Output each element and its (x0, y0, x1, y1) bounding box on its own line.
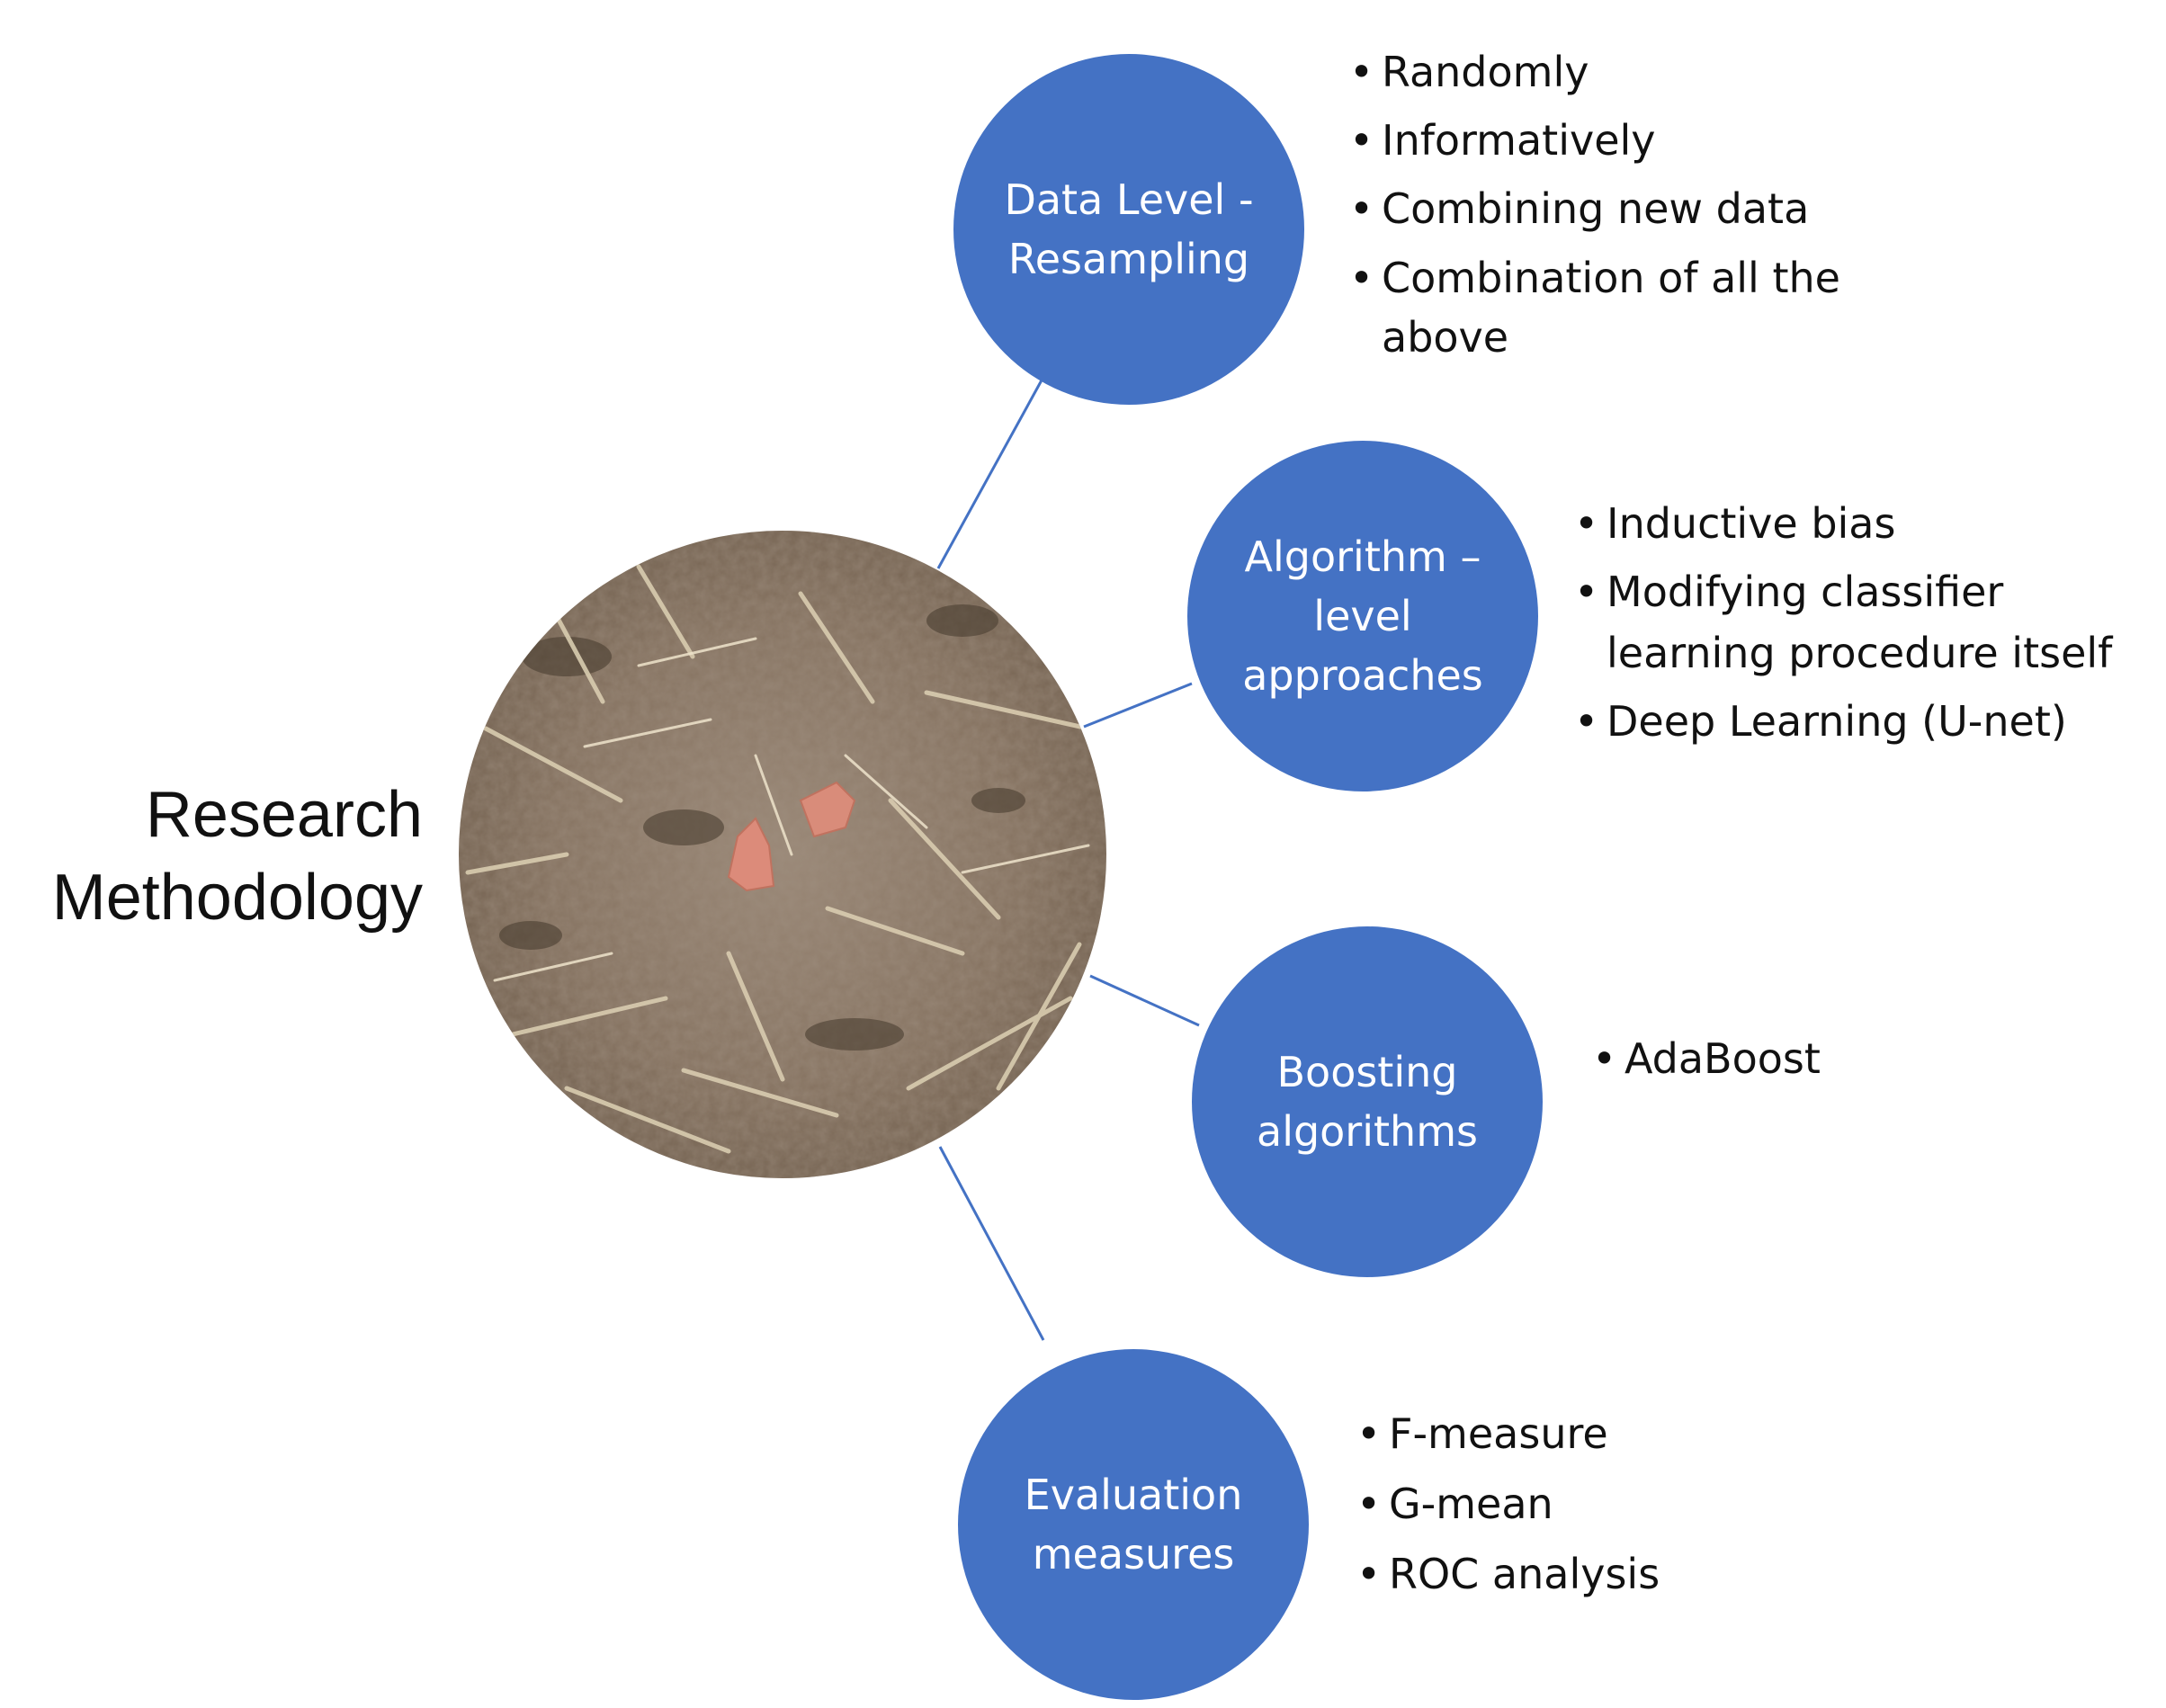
bullet-item: AdaBoost (1592, 1027, 2132, 1090)
bullet-item: Combination of all the above (1349, 248, 1907, 367)
connector-line-boosting (1089, 974, 1200, 1027)
bullet-item: Deep Learning (U-net) (1574, 691, 2159, 752)
node-label-line: Algorithm – (1244, 532, 1481, 581)
connector-line-data-level (936, 368, 1050, 569)
bullet-list-algorithm: Inductive bias Modifying classifier lear… (1574, 493, 2159, 752)
bullet-item: ROC analysis (1356, 1539, 1896, 1609)
bullet-list-boosting: AdaBoost (1592, 1027, 2132, 1090)
node-label-line: algorithms (1257, 1107, 1478, 1156)
node-boosting-algorithms: Boosting algorithms (1192, 926, 1543, 1277)
node-evaluation-measures: Evaluation measures (958, 1349, 1309, 1700)
node-label-line: measures (1032, 1530, 1235, 1578)
bullet-item: F-measure (1356, 1399, 1896, 1469)
node-label-line: Data Level - (1004, 175, 1254, 224)
soil-ground-photo (459, 531, 1106, 1178)
node-algorithm-level-approaches: Algorithm – level approaches (1187, 441, 1538, 791)
node-data-level-resampling: Data Level - Resampling (953, 54, 1304, 405)
bullet-item: Randomly (1349, 38, 1907, 106)
connector-line-evaluation (938, 1146, 1045, 1341)
title-line-1: Research (145, 779, 423, 851)
bullet-item: Inductive bias (1574, 493, 2159, 554)
bullet-item: Modifying classifier learning procedure … (1574, 561, 2159, 684)
bullet-list-data-level: Randomly Informatively Combining new dat… (1349, 38, 1907, 367)
title-line-2: Methodology (51, 862, 423, 934)
node-label-line: approaches (1242, 651, 1483, 700)
bullet-item: Informatively (1349, 106, 1907, 174)
node-label-line: level (1313, 592, 1412, 640)
bullet-item: Combining new data (1349, 174, 1907, 243)
bullet-list-evaluation: F-measure G-mean ROC analysis (1356, 1399, 1896, 1609)
node-label-line: Evaluation (1024, 1471, 1243, 1519)
node-label-line: Resampling (1007, 235, 1250, 283)
bullet-item: G-mean (1356, 1469, 1896, 1539)
diagram-title: Research Methodology (0, 774, 423, 939)
node-label-line: Boosting (1276, 1048, 1458, 1096)
connector-line-algorithm (1083, 682, 1193, 729)
